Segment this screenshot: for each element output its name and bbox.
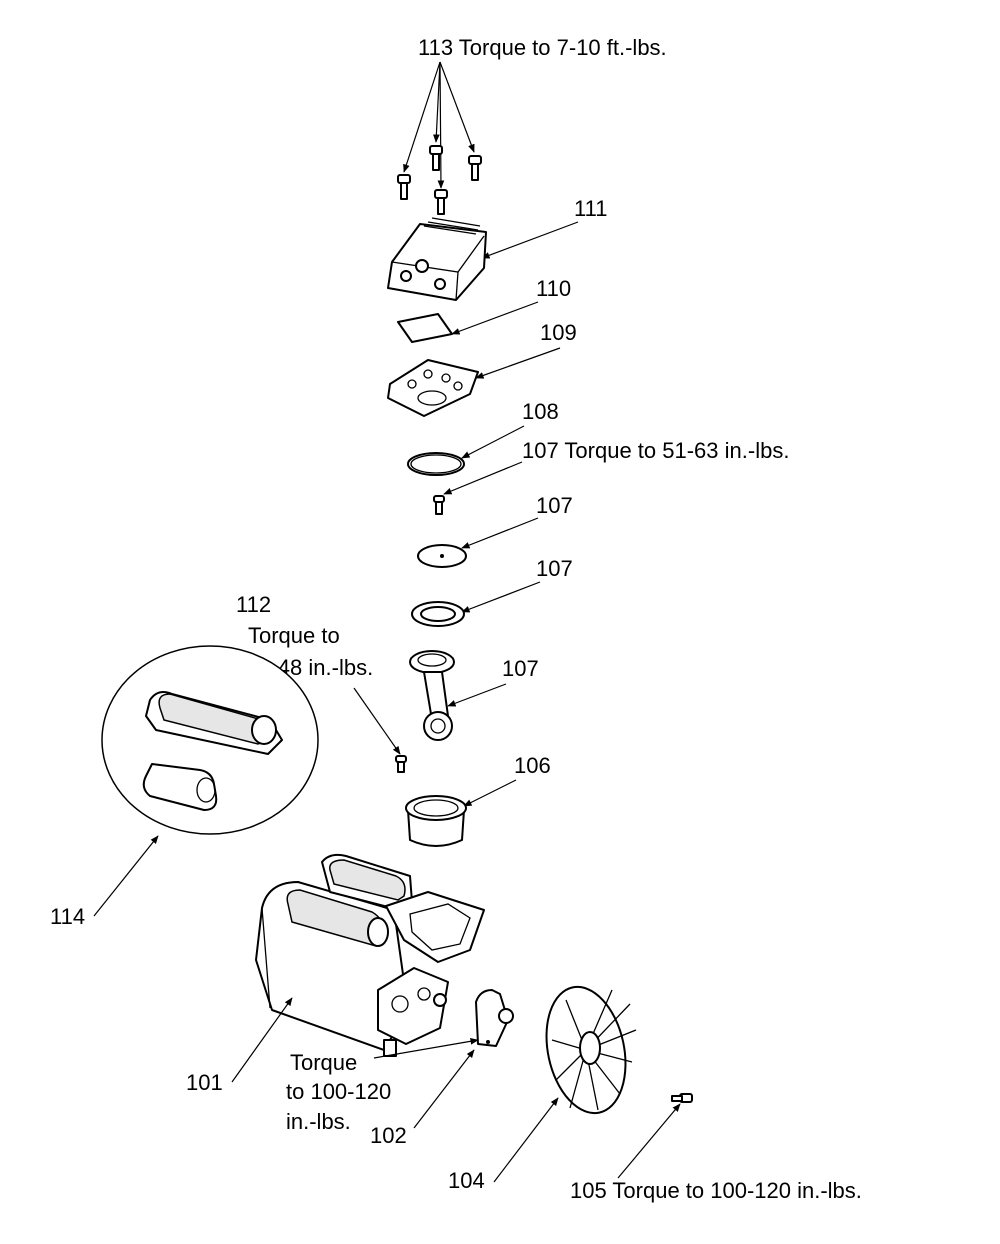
part-107-retainer: 107 — [417, 493, 573, 568]
part-104-fan: 104 — [448, 985, 637, 1193]
screw-icon — [397, 174, 411, 200]
callout-107-torque: 107 Torque to 51-63 in.-lbs. — [522, 438, 789, 463]
callout-102-line1: Torque — [290, 1050, 357, 1075]
screw-icon — [395, 755, 407, 773]
callout-107-d: 107 — [502, 656, 539, 681]
part-101-motor-assembly: 101 — [186, 853, 485, 1095]
callout-101: 101 — [186, 1070, 223, 1095]
part-106-cylinder-sleeve: 106 — [405, 753, 551, 847]
callout-113: 113 Torque to 7-10 ft.-lbs. — [418, 35, 667, 60]
callout-106: 106 — [514, 753, 551, 778]
part-110-gasket: 110 — [397, 276, 571, 343]
part-107-connecting-rod: 107 — [409, 650, 539, 741]
callout-102-line2: to 100-120 — [286, 1079, 391, 1104]
part-102-eccentric: Torque to 100-120 in.-lbs. 102 — [286, 989, 514, 1148]
part-107-cup: 107 — [411, 556, 573, 627]
part-113-screws: 113 Torque to 7-10 ft.-lbs. — [397, 35, 667, 215]
callout-109: 109 — [540, 320, 577, 345]
part-108-o-ring: 108 — [407, 399, 559, 476]
callout-102-line3: in.-lbs. — [286, 1109, 351, 1134]
part-114-capacitor-detail: 114 — [50, 645, 319, 929]
callout-112-line1: Torque to — [248, 623, 340, 648]
callout-104: 104 — [448, 1168, 485, 1193]
callout-110: 110 — [536, 276, 571, 301]
callout-105: 105 Torque to 100-120 in.-lbs. — [570, 1178, 862, 1203]
callout-112-number: 112 — [236, 592, 271, 617]
callout-107-b: 107 — [536, 493, 573, 518]
callout-108: 108 — [522, 399, 559, 424]
callout-107-c: 107 — [536, 556, 573, 581]
part-107-screw: 107 Torque to 51-63 in.-lbs. — [433, 438, 789, 515]
screw-icon — [429, 145, 443, 171]
screw-icon — [671, 1093, 693, 1103]
callout-102-number: 102 — [370, 1123, 407, 1148]
callout-111: 111 — [574, 196, 607, 221]
callout-114: 114 — [50, 904, 85, 929]
screw-icon — [468, 155, 482, 181]
part-105-screw: 105 Torque to 100-120 in.-lbs. — [570, 1093, 862, 1203]
screw-icon — [434, 189, 448, 215]
screw-icon — [433, 495, 445, 515]
part-109-valve-plate: 109 — [387, 320, 577, 417]
part-111-cylinder-head: 111 — [387, 196, 607, 301]
